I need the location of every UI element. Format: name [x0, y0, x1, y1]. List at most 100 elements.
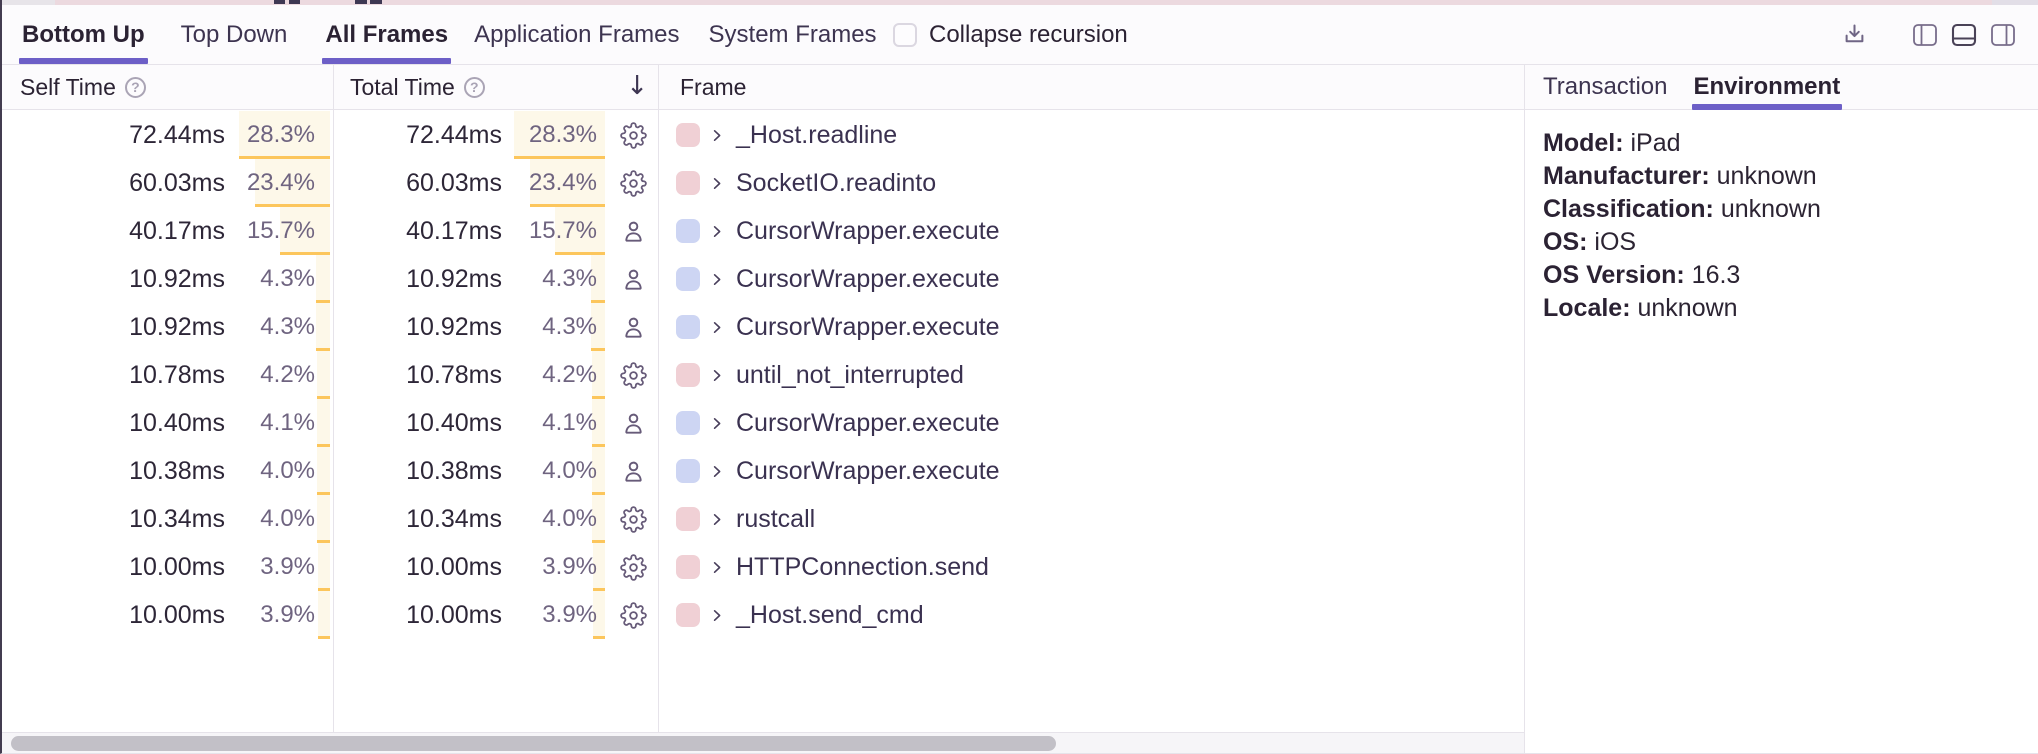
environment-field: Locale: unknown	[1543, 294, 1738, 322]
gear-icon	[619, 121, 647, 149]
table-row[interactable]: 10.92ms 4.3% 10.92ms 4.3% CursorWrapper.…	[2, 303, 1524, 351]
total-time-ms: 10.92ms	[406, 265, 502, 293]
expand-chevron-icon[interactable]	[708, 319, 724, 335]
dock-bottom-icon[interactable]	[1949, 20, 1979, 50]
self-time-ms: 10.34ms	[129, 505, 225, 533]
frame-color-badge	[676, 219, 700, 243]
expand-chevron-icon[interactable]	[708, 415, 724, 431]
self-time-label: Self Time	[20, 73, 116, 100]
table-row[interactable]: 10.92ms 4.3% 10.92ms 4.3% CursorWrapper.…	[2, 255, 1524, 303]
tab-all-frames[interactable]: All Frames	[322, 5, 451, 64]
self-time-ms: 40.17ms	[129, 217, 225, 245]
detail-panel-tabs: Transaction Environment	[1525, 65, 2038, 110]
frame-name: rustcall	[736, 505, 816, 533]
total-time-pct: 15.7%	[528, 217, 597, 244]
frame-name: SocketIO.readinto	[736, 169, 937, 197]
panel-tab-transaction[interactable]: Transaction	[1543, 73, 1668, 100]
total-time-ms: 72.44ms	[406, 121, 502, 149]
self-time-ms: 10.38ms	[129, 457, 225, 485]
tab-application-frames[interactable]: Application Frames	[474, 20, 680, 48]
frame-type-icon-button[interactable]	[613, 591, 653, 639]
table-row[interactable]: 10.00ms 3.9% 10.00ms 3.9% HTTPConnection…	[2, 543, 1524, 591]
expand-chevron-icon[interactable]	[708, 607, 724, 623]
expand-chevron-icon[interactable]	[708, 271, 724, 287]
flamegraph-edge-strip	[2, 0, 2038, 5]
total-time-ms: 10.40ms	[406, 409, 502, 437]
self-time-pct: 4.0%	[260, 505, 315, 532]
frame-type-icon-button[interactable]	[613, 351, 653, 399]
table-row[interactable]: 10.40ms 4.1% 10.40ms 4.1% CursorWrapper.…	[2, 399, 1524, 447]
help-icon[interactable]: ?	[124, 76, 146, 98]
expand-chevron-icon[interactable]	[708, 127, 724, 143]
expand-chevron-icon[interactable]	[708, 463, 724, 479]
expand-chevron-icon[interactable]	[708, 511, 724, 527]
frame-type-icon-button[interactable]	[613, 495, 653, 543]
table-row[interactable]: 40.17ms 15.7% 40.17ms 15.7% CursorWrappe…	[2, 207, 1524, 255]
strip-frame-mark	[370, 0, 382, 4]
table-row[interactable]: 10.00ms 3.9% 10.00ms 3.9% _Host.send_cmd	[2, 591, 1524, 639]
download-icon[interactable]	[1839, 20, 1869, 50]
toolbar: Bottom Up Top Down All Frames Application F…	[2, 5, 2038, 65]
self-pct-bar	[279, 207, 330, 255]
tab-system-frames[interactable]: System Frames	[708, 20, 877, 48]
self-time-pct: 3.9%	[260, 553, 315, 580]
expand-chevron-icon[interactable]	[708, 367, 724, 383]
total-time-pct: 4.0%	[542, 457, 597, 484]
frame-label: Frame	[680, 73, 747, 100]
frame-name: CursorWrapper.execute	[736, 409, 1000, 437]
table-row[interactable]: 10.34ms 4.0% 10.34ms 4.0% rustcall	[2, 495, 1524, 543]
self-time-ms: 60.03ms	[129, 169, 225, 197]
table-row[interactable]: 10.38ms 4.0% 10.38ms 4.0% CursorWrapper.…	[2, 447, 1524, 495]
frame-name: _Host.send_cmd	[736, 601, 924, 629]
column-header-total-time[interactable]: Total Time ? ↓	[333, 65, 658, 109]
frame-type-icon-button[interactable]	[613, 447, 653, 495]
collapse-recursion-checkbox[interactable]	[893, 22, 917, 47]
table-row[interactable]: 72.44ms 28.3% 72.44ms 28.3% _Host.readli…	[2, 111, 1524, 159]
frame-type-icon-button[interactable]	[613, 111, 653, 159]
total-pct-bar	[554, 207, 605, 255]
frame-type-icon-button[interactable]	[613, 399, 653, 447]
expand-chevron-icon[interactable]	[708, 223, 724, 239]
expand-chevron-icon[interactable]	[708, 175, 724, 191]
sort-descending-icon[interactable]: ↓	[626, 70, 648, 101]
frame-color-badge	[676, 171, 700, 195]
column-header-frame[interactable]: Frame	[658, 65, 1524, 109]
total-time-ms: 60.03ms	[406, 169, 502, 197]
frame-type-icon-button[interactable]	[613, 159, 653, 207]
tab-top-down[interactable]: Top Down	[180, 20, 288, 48]
total-pct-bar	[592, 447, 605, 495]
frame-type-icon-button[interactable]	[613, 303, 653, 351]
table-row[interactable]: 60.03ms 23.4% 60.03ms 23.4% SocketIO.rea…	[2, 159, 1524, 207]
table-row[interactable]: 10.78ms 4.2% 10.78ms 4.2% until_not_inte…	[2, 351, 1524, 399]
gear-icon	[619, 505, 647, 533]
panel-tab-environment[interactable]: Environment	[1691, 65, 1842, 110]
strip-frame-mark	[289, 0, 300, 4]
self-time-pct: 4.0%	[260, 457, 315, 484]
frame-name: CursorWrapper.execute	[736, 217, 1000, 245]
frame-type-icon-button[interactable]	[613, 543, 653, 591]
total-pct-bar	[592, 591, 605, 639]
gear-icon	[619, 361, 647, 389]
frame-type-icon-button[interactable]	[613, 207, 653, 255]
frame-color-badge	[676, 267, 700, 291]
horizontal-scrollbar[interactable]	[2, 733, 1524, 753]
collapse-recursion-toggle[interactable]: Collapse recursion	[893, 5, 1128, 64]
tab-bottom-up[interactable]: Bottom Up	[19, 5, 148, 64]
self-time-pct: 4.3%	[260, 313, 315, 340]
total-time-pct: 3.9%	[542, 553, 597, 580]
user-icon	[624, 221, 642, 242]
column-header-self-time[interactable]: Self Time ?	[2, 65, 333, 109]
dock-right-icon[interactable]	[1988, 20, 2018, 50]
expand-chevron-icon[interactable]	[708, 559, 724, 575]
column-divider	[658, 65, 659, 733]
scrollbar-thumb[interactable]	[11, 736, 1056, 751]
total-time-ms: 10.00ms	[406, 601, 502, 629]
help-icon[interactable]: ?	[463, 76, 485, 98]
self-pct-bar	[317, 591, 330, 639]
dock-left-icon[interactable]	[1910, 20, 1940, 50]
total-time-pct: 4.2%	[542, 361, 597, 388]
total-time-ms: 10.78ms	[406, 361, 502, 389]
frame-type-icon-button[interactable]	[613, 255, 653, 303]
self-pct-bar	[239, 111, 330, 159]
